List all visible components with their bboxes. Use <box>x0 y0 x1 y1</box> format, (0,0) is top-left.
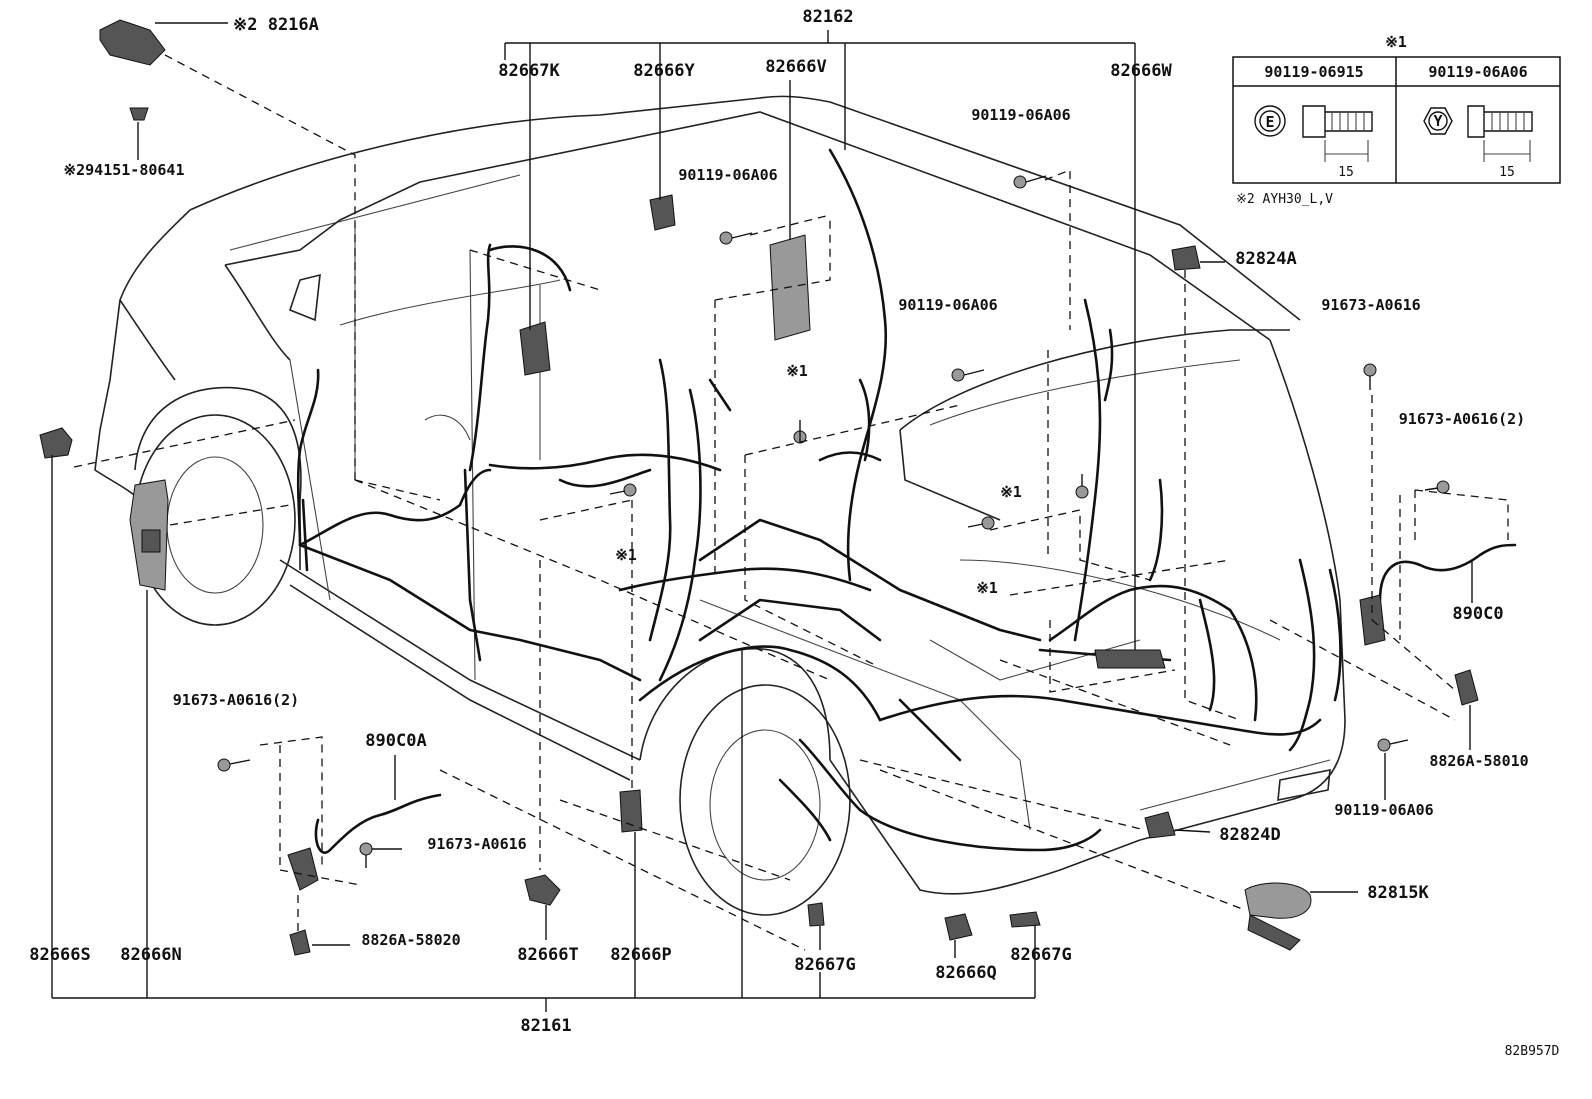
callout-94151-80641: ※294151-80641 <box>64 161 185 179</box>
callout-8826A-58020: 8826A-58020 <box>361 931 460 949</box>
connector-82666Y <box>649 194 676 231</box>
callout-91673-A0616-2-a: 91673-A0616(2) <box>1399 410 1525 428</box>
connector-82666S <box>39 427 73 459</box>
fastener-table: ※1 90119-06915 90119-06A06 E Y 15 15 ※2 … <box>1232 33 1561 207</box>
sensor-890C0A <box>287 847 319 891</box>
table-footnote: ※2 AYH30_L,V <box>1236 192 1333 207</box>
table-header-note: ※1 <box>1385 33 1407 51</box>
bracket-8826A-58020 <box>289 929 311 956</box>
dashed-leader-lines <box>73 54 1509 951</box>
callout-8826A-58010: 8826A-58010 <box>1429 752 1528 770</box>
callout-82666N: 82666N <box>120 945 181 965</box>
connector-82666W <box>1094 649 1166 669</box>
table-col1-dim: 15 <box>1338 165 1354 180</box>
callout-890C0A: 890C0A <box>365 731 426 751</box>
solid-leader-lines <box>51 22 1473 1012</box>
callout-82824D: 82824D <box>1219 825 1280 845</box>
bolt-icons <box>217 175 1450 868</box>
callout-82666T: 82666T <box>517 945 578 965</box>
callout-8216A: ※2 8216A <box>233 15 319 35</box>
callout-91673-A0616-b: 91673-A0616 <box>427 835 526 853</box>
horn-82815K <box>1244 882 1312 919</box>
callout-note1-c: ※1 <box>615 546 637 564</box>
connector-82667G-b <box>1009 911 1041 928</box>
callout-82666Y: 82666Y <box>633 61 695 81</box>
ecu-82667K <box>519 321 551 376</box>
callout-90119-06A06-d: 90119-06A06 <box>1334 801 1433 819</box>
callout-82161: 82161 <box>520 1016 571 1036</box>
table-col1-code: 90119-06915 <box>1264 63 1363 81</box>
callout-82824A: 82824A <box>1235 249 1296 269</box>
callout-91673-A0616-a: 91673-A0616 <box>1321 296 1420 314</box>
callout-90119-06A06-c: 90119-06A06 <box>898 296 997 314</box>
table-col2-code: 90119-06A06 <box>1428 63 1527 81</box>
connector-82666Q <box>944 913 973 941</box>
callout-note1-b: ※1 <box>1000 483 1022 501</box>
callout-82666S: 82666S <box>29 945 90 965</box>
callout-ref: 82B957D <box>1505 1044 1560 1059</box>
callout-91673-A0616-2-b: 91673-A0616(2) <box>173 691 299 709</box>
bracket-8216A <box>99 19 166 66</box>
callout-82666W: 82666W <box>1110 61 1172 81</box>
callout-90119-06A06-b: 90119-06A06 <box>971 106 1070 124</box>
callout-82667G-b: 82667G <box>1010 945 1071 965</box>
table-col1-letter: E <box>1265 113 1274 131</box>
callout-82162: 82162 <box>802 7 853 27</box>
bracket-8826A-58010 <box>1454 669 1479 706</box>
callout-82815K: 82815K <box>1367 883 1429 903</box>
vehicle-body-outline <box>94 95 1346 916</box>
callout-82666V: 82666V <box>765 57 826 77</box>
connector-82824A <box>1171 245 1201 271</box>
component-parts <box>39 19 1479 956</box>
callout-82666Q: 82666Q <box>935 963 996 983</box>
part-callouts: 82162 82667K 82666Y 82666V 82666W ※2 8216A ※29… <box>29 7 1559 1059</box>
wire-harness-paths <box>296 148 1517 854</box>
callout-90119-06A06-a: 90119-06A06 <box>678 166 777 184</box>
connector-82666P <box>619 789 643 833</box>
clip-94151 <box>129 107 149 121</box>
connector-82666T <box>524 874 561 906</box>
table-col2-dim: 15 <box>1499 165 1515 180</box>
callout-890C0: 890C0 <box>1452 604 1503 624</box>
table-col2-letter: Y <box>1433 112 1442 130</box>
connector-82824D <box>1144 811 1176 839</box>
callout-82667K: 82667K <box>498 61 560 81</box>
callout-note1-d: ※1 <box>976 579 998 597</box>
connector-82667G-a <box>807 902 825 927</box>
callout-note1-a: ※1 <box>786 362 808 380</box>
callout-82667G-a: 82667G <box>794 955 855 975</box>
callout-82666P: 82666P <box>610 945 671 965</box>
